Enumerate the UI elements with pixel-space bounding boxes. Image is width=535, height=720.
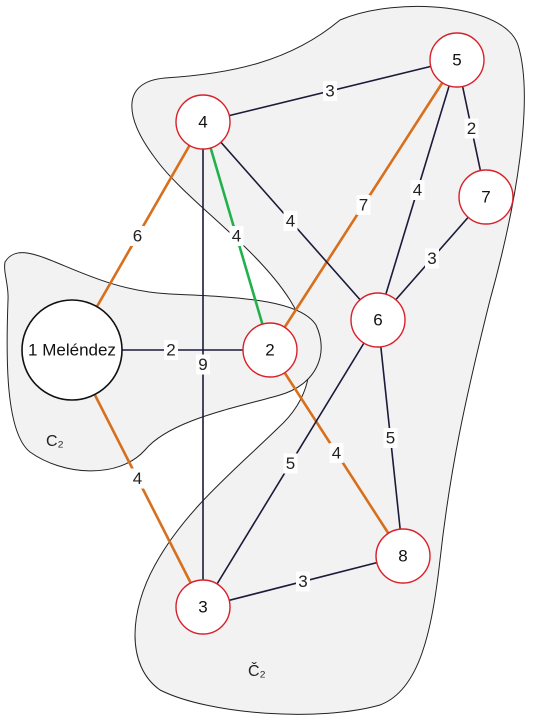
edge-weight-6-8: 5 [386, 429, 395, 448]
edge-weight-6-3: 5 [286, 454, 295, 473]
edge-label-bg-1-2 [164, 340, 178, 360]
node-label-2: 2 [265, 341, 274, 360]
edge-weight-7-6: 3 [427, 249, 436, 268]
edge-label-bg-5-7 [464, 118, 479, 139]
edge-weight-3-8: 3 [298, 572, 307, 591]
node-1[interactable] [21, 299, 123, 401]
edge-weight-1-3: 4 [133, 469, 142, 488]
edges-layer: 3 2 4 7 4 4 6 9 3 2 4 4 5 5 3 [70, 59, 487, 608]
node-label-8: 8 [398, 547, 407, 566]
edge-weight-4-1: 6 [133, 227, 142, 246]
node-7[interactable] [458, 169, 514, 225]
edge-label-bg-3-8 [296, 571, 310, 592]
edge-weight-4-3: 9 [198, 355, 207, 374]
edge-label-bg-7-6 [425, 248, 439, 269]
node-5[interactable] [429, 32, 485, 88]
nodes-layer: 1 Meléndez 2 3 4 5 6 7 8 [21, 32, 514, 635]
node-3[interactable] [175, 579, 231, 635]
node-8[interactable] [375, 528, 431, 584]
edge-weight-2-8: 4 [332, 444, 341, 463]
edge-weight-5-6: 4 [413, 181, 422, 200]
edge-label-bg-1-3 [130, 468, 145, 489]
node-6[interactable] [350, 292, 406, 348]
edge-weight-5-2: 7 [359, 196, 368, 215]
edge-weight-1-2: 2 [166, 341, 175, 360]
edge-label-bg-4-1 [130, 226, 145, 246]
edge-label-bg-4-3 [196, 354, 210, 375]
edge-label-bg-6-3 [283, 453, 298, 474]
region-label-c2-hacek: Č₂ [248, 661, 266, 680]
edge-label-bg-5-2 [356, 195, 371, 215]
node-label-1: 1 Meléndez [28, 341, 116, 360]
edge-label-bg-2-8 [329, 443, 344, 463]
edge-weight-5-7: 2 [467, 119, 476, 138]
node-label-3: 3 [198, 598, 207, 617]
edge-label-bg-4-6 [283, 211, 298, 231]
node-label-7: 7 [481, 188, 490, 207]
edge-weight-4-2: 4 [232, 227, 241, 246]
edge-label-bg-5-6 [410, 180, 425, 200]
node-label-6: 6 [373, 311, 382, 330]
node-label-4: 4 [198, 113, 207, 132]
region-label-c2: C₂ [46, 433, 64, 450]
region-c2-hacek [131, 5, 525, 715]
edge-weight-4-5: 3 [325, 82, 334, 101]
node-2[interactable] [242, 322, 298, 378]
edge-label-bg-6-8 [383, 428, 398, 448]
edge-label-bg-4-2 [229, 226, 244, 246]
edge-weight-4-6: 4 [286, 212, 295, 231]
edge-label-bg-4-5 [323, 81, 337, 101]
node-4[interactable] [175, 94, 231, 150]
node-label-5: 5 [452, 51, 461, 70]
